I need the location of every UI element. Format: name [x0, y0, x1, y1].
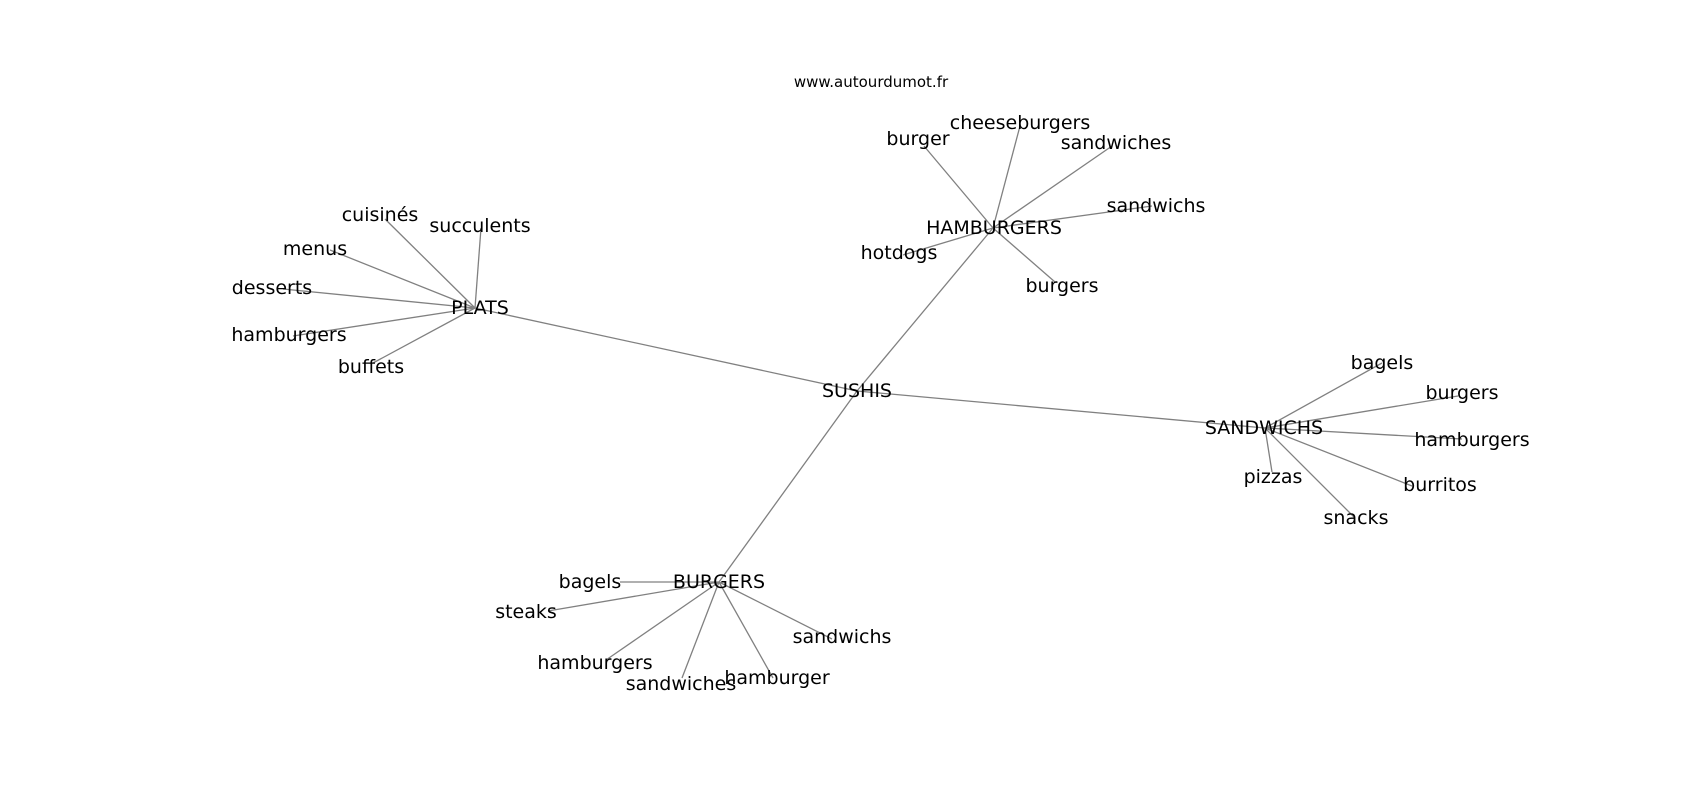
edge-sandwichs-leaf	[1264, 427, 1356, 519]
leaf-node: burritos	[1403, 474, 1477, 496]
leaf-node: bagels	[559, 571, 622, 593]
edge-sandwichs-leaf	[1264, 362, 1383, 429]
leaf-node: snacks	[1324, 507, 1389, 529]
leaf-node: sandwichs	[1107, 195, 1206, 217]
leaf-node: cuisinés	[342, 204, 419, 226]
leaf-node: hamburgers	[1414, 429, 1529, 451]
leaf-node: burger	[886, 128, 949, 150]
leaf-node: menus	[283, 238, 347, 260]
leaf-node: sandwiches	[1061, 132, 1172, 154]
edge-burgers-leaf	[605, 581, 720, 661]
edge-burgers-leaf	[718, 581, 833, 640]
edge-plats-leaf	[329, 249, 476, 309]
edge-sandwichs-leaf	[1264, 427, 1463, 440]
hub-node: BURGERS	[673, 571, 765, 593]
edge-sandwichs-leaf	[1264, 395, 1459, 429]
leaf-node: buffets	[338, 356, 404, 378]
edge-hamburgers-leaf	[902, 227, 994, 256]
leaf-node: hamburgers	[537, 652, 652, 674]
graph-edges	[282, 125, 1463, 679]
edge-burgers-leaf	[681, 581, 720, 679]
edge-hamburgers-leaf	[992, 205, 1153, 229]
leaf-node: cheeseburgers	[950, 112, 1091, 134]
center-node: SUSHIS	[822, 380, 892, 402]
hub-node: SANDWICHS	[1205, 417, 1323, 439]
edge-plats-leaf	[282, 288, 476, 309]
leaf-node: desserts	[232, 277, 312, 299]
leaf-node: hamburger	[724, 667, 830, 689]
leaf-node: sandwiches	[626, 673, 737, 695]
edge-sandwichs-leaf	[1264, 427, 1413, 487]
leaf-node: sandwichs	[793, 626, 892, 648]
leaf-node: bagels	[1351, 352, 1414, 374]
leaf-node: hamburgers	[231, 324, 346, 346]
leaf-node: hotdogs	[861, 242, 938, 264]
leaf-node: burgers	[1025, 275, 1098, 297]
edge-burgers-leaf	[547, 581, 720, 612]
leaf-node: burgers	[1425, 382, 1498, 404]
edge-hamburgers-leaf	[923, 145, 994, 229]
graph-labels: www.autourdumot.fr SUSHIS PLATS cuisinés su…	[231, 73, 1529, 695]
edge-hamburgers-leaf	[992, 145, 1113, 229]
edge-hamburgers-leaf	[992, 125, 1021, 229]
edge-center-to-hamburgers	[856, 227, 994, 392]
leaf-node: pizzas	[1244, 466, 1303, 488]
leaf-node: steaks	[495, 601, 557, 623]
edge-plats-leaf	[372, 307, 476, 364]
edge-center-to-plats	[474, 307, 858, 392]
edge-plats-leaf	[384, 218, 476, 309]
edge-center-to-sandwichs	[856, 390, 1266, 429]
edge-hamburgers-leaf	[992, 227, 1056, 283]
hub-node: HAMBURGERS	[926, 217, 1062, 239]
leaf-node: succulents	[429, 215, 530, 237]
edge-burgers-leaf	[718, 581, 774, 679]
hub-node: PLATS	[451, 297, 509, 319]
edge-sandwichs-leaf	[1264, 427, 1273, 473]
source-watermark: www.autourdumot.fr	[794, 73, 949, 91]
edge-plats-leaf	[292, 307, 476, 337]
edge-center-to-burgers	[718, 390, 858, 583]
edge-plats-leaf	[474, 227, 482, 309]
